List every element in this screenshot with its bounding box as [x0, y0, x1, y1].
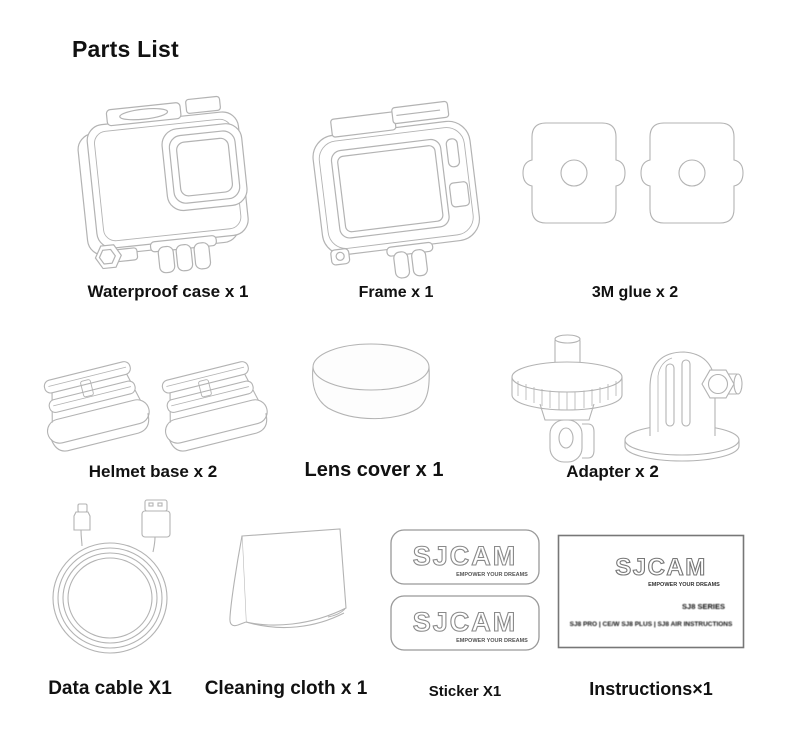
part-label: Adapter x 2	[566, 462, 659, 481]
part-item-sticker: SJCAM EMPOWER YOUR DREAMS SJCAM EMPOWER …	[386, 494, 544, 700]
instructions-models-text: SJ8 PRO | CE/W SJ8 PLUS | SJ8 AIR INSTRU…	[570, 621, 733, 628]
part-item-data-cable: Data cable X1	[24, 494, 196, 700]
page-title: Parts List	[72, 36, 179, 62]
part-label: Data cable X1	[48, 678, 172, 699]
part-item-waterproof-case: Waterproof case x 1	[48, 86, 288, 302]
sticker-logo-text: SJCAM	[413, 607, 518, 637]
part-label: Lens cover x 1	[304, 459, 444, 481]
part-item-adapter: Adapter x 2	[480, 330, 745, 482]
part-item-3m-glue: 3M glue x 2	[515, 86, 755, 302]
part-item-lens-cover: Lens cover x 1	[298, 330, 450, 482]
part-label: Frame x 1	[358, 284, 434, 301]
helmet-base-illustration	[35, 357, 271, 456]
data-cable-illustration	[52, 499, 171, 654]
part-label: Sticker X1	[428, 683, 502, 700]
lens-cover-illustration	[311, 343, 430, 420]
instructions-illustration: SJCAM EMPOWER YOUR DREAMS SJ8 SERIES SJ8…	[557, 534, 745, 649]
sticker-tagline-text: EMPOWER YOUR DREAMS	[456, 638, 528, 644]
frame-illustration	[312, 100, 481, 279]
part-item-instructions: SJCAM EMPOWER YOUR DREAMS SJ8 SERIES SJ8…	[553, 494, 749, 700]
part-item-cleaning-cloth: Cleaning cloth x 1	[202, 494, 370, 700]
part-label: Cleaning cloth x 1	[204, 678, 368, 699]
instructions-logo-text: SJCAM	[615, 554, 707, 581]
instructions-series-text: SJ8 SERIES	[682, 602, 725, 611]
instructions-tagline-text: EMPOWER YOUR DREAMS	[648, 582, 720, 588]
sticker-illustration: SJCAM EMPOWER YOUR DREAMS SJCAM EMPOWER …	[390, 529, 540, 651]
cleaning-cloth-illustration	[229, 528, 347, 629]
part-label: Waterproof case x 1	[87, 282, 249, 301]
part-label: Instructions×1	[589, 679, 713, 699]
3m-glue-illustration	[522, 122, 744, 224]
part-label: 3M glue x 2	[591, 284, 679, 301]
sticker-logo-text: SJCAM	[413, 541, 518, 571]
waterproof-case-illustration	[76, 95, 249, 274]
part-item-frame: Frame x 1	[296, 86, 496, 302]
part-item-helmet-base: Helmet base x 2	[32, 330, 274, 482]
part-label: Helmet base x 2	[88, 462, 218, 481]
sticker-tagline-text: EMPOWER YOUR DREAMS	[456, 572, 528, 578]
adapter-illustration	[510, 334, 743, 463]
